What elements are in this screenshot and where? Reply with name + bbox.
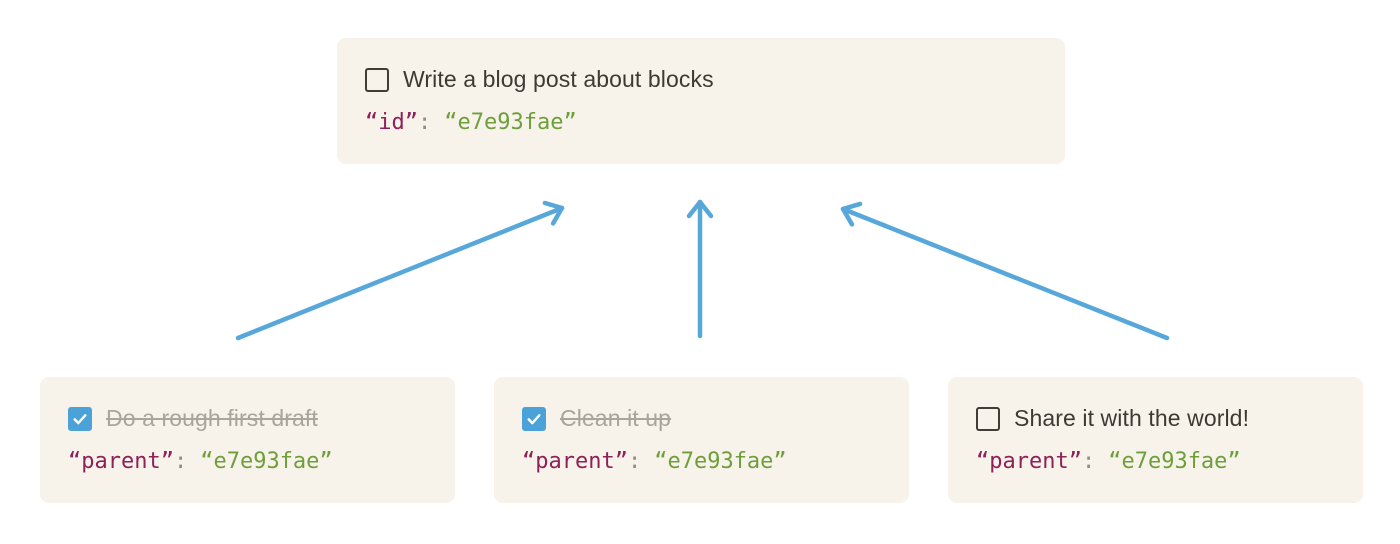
json-separator: : (417, 109, 432, 135)
json-meta: “parent”: “e7e93fae” (522, 448, 881, 476)
json-meta: “id”: “e7e93fae” (365, 109, 1037, 137)
parent-task-card: Write a blog post about blocks “id”: “e7e… (337, 38, 1065, 164)
checkbox-unchecked[interactable] (365, 67, 389, 92)
task-title: Do a rough first draft (106, 404, 318, 431)
json-value: “e7e93fae” (1108, 448, 1241, 474)
json-value: “e7e93fae” (200, 448, 333, 474)
task-row: Clean it up (522, 405, 881, 433)
task-title: Write a blog post about blocks (403, 65, 714, 92)
json-value: “e7e93fae” (654, 448, 787, 474)
checkbox-unchecked[interactable] (976, 406, 1000, 431)
checkbox-checked[interactable] (68, 406, 92, 431)
arrow-left (235, 200, 565, 341)
json-key: “parent” (68, 448, 174, 474)
checkbox-checked[interactable] (522, 406, 546, 431)
json-key: “parent” (976, 448, 1082, 474)
arrow-right (840, 201, 1170, 341)
subtask-card-share: Share it with the world! “parent”: “e7e93… (948, 377, 1363, 503)
json-key: “id” (365, 109, 418, 135)
task-title: Clean it up (560, 404, 672, 431)
subtask-card-rough-draft: Do a rough first draft “parent”: “e7e93fa… (40, 377, 455, 503)
json-separator: : (627, 448, 642, 474)
checkmark-icon (527, 413, 541, 425)
subtask-card-clean-up: Clean it up “parent”: “e7e93fae” (494, 377, 909, 503)
json-separator: : (173, 448, 188, 474)
checkmark-icon (73, 413, 87, 425)
task-row: Write a blog post about blocks (365, 66, 1037, 94)
task-title: Share it with the world! (1014, 404, 1250, 431)
json-separator: : (1081, 448, 1096, 474)
json-key: “parent” (522, 448, 628, 474)
task-row: Do a rough first draft (68, 405, 427, 433)
json-meta: “parent”: “e7e93fae” (976, 448, 1335, 476)
json-meta: “parent”: “e7e93fae” (68, 448, 427, 476)
task-row: Share it with the world! (976, 405, 1335, 433)
json-value: “e7e93fae” (444, 109, 577, 135)
